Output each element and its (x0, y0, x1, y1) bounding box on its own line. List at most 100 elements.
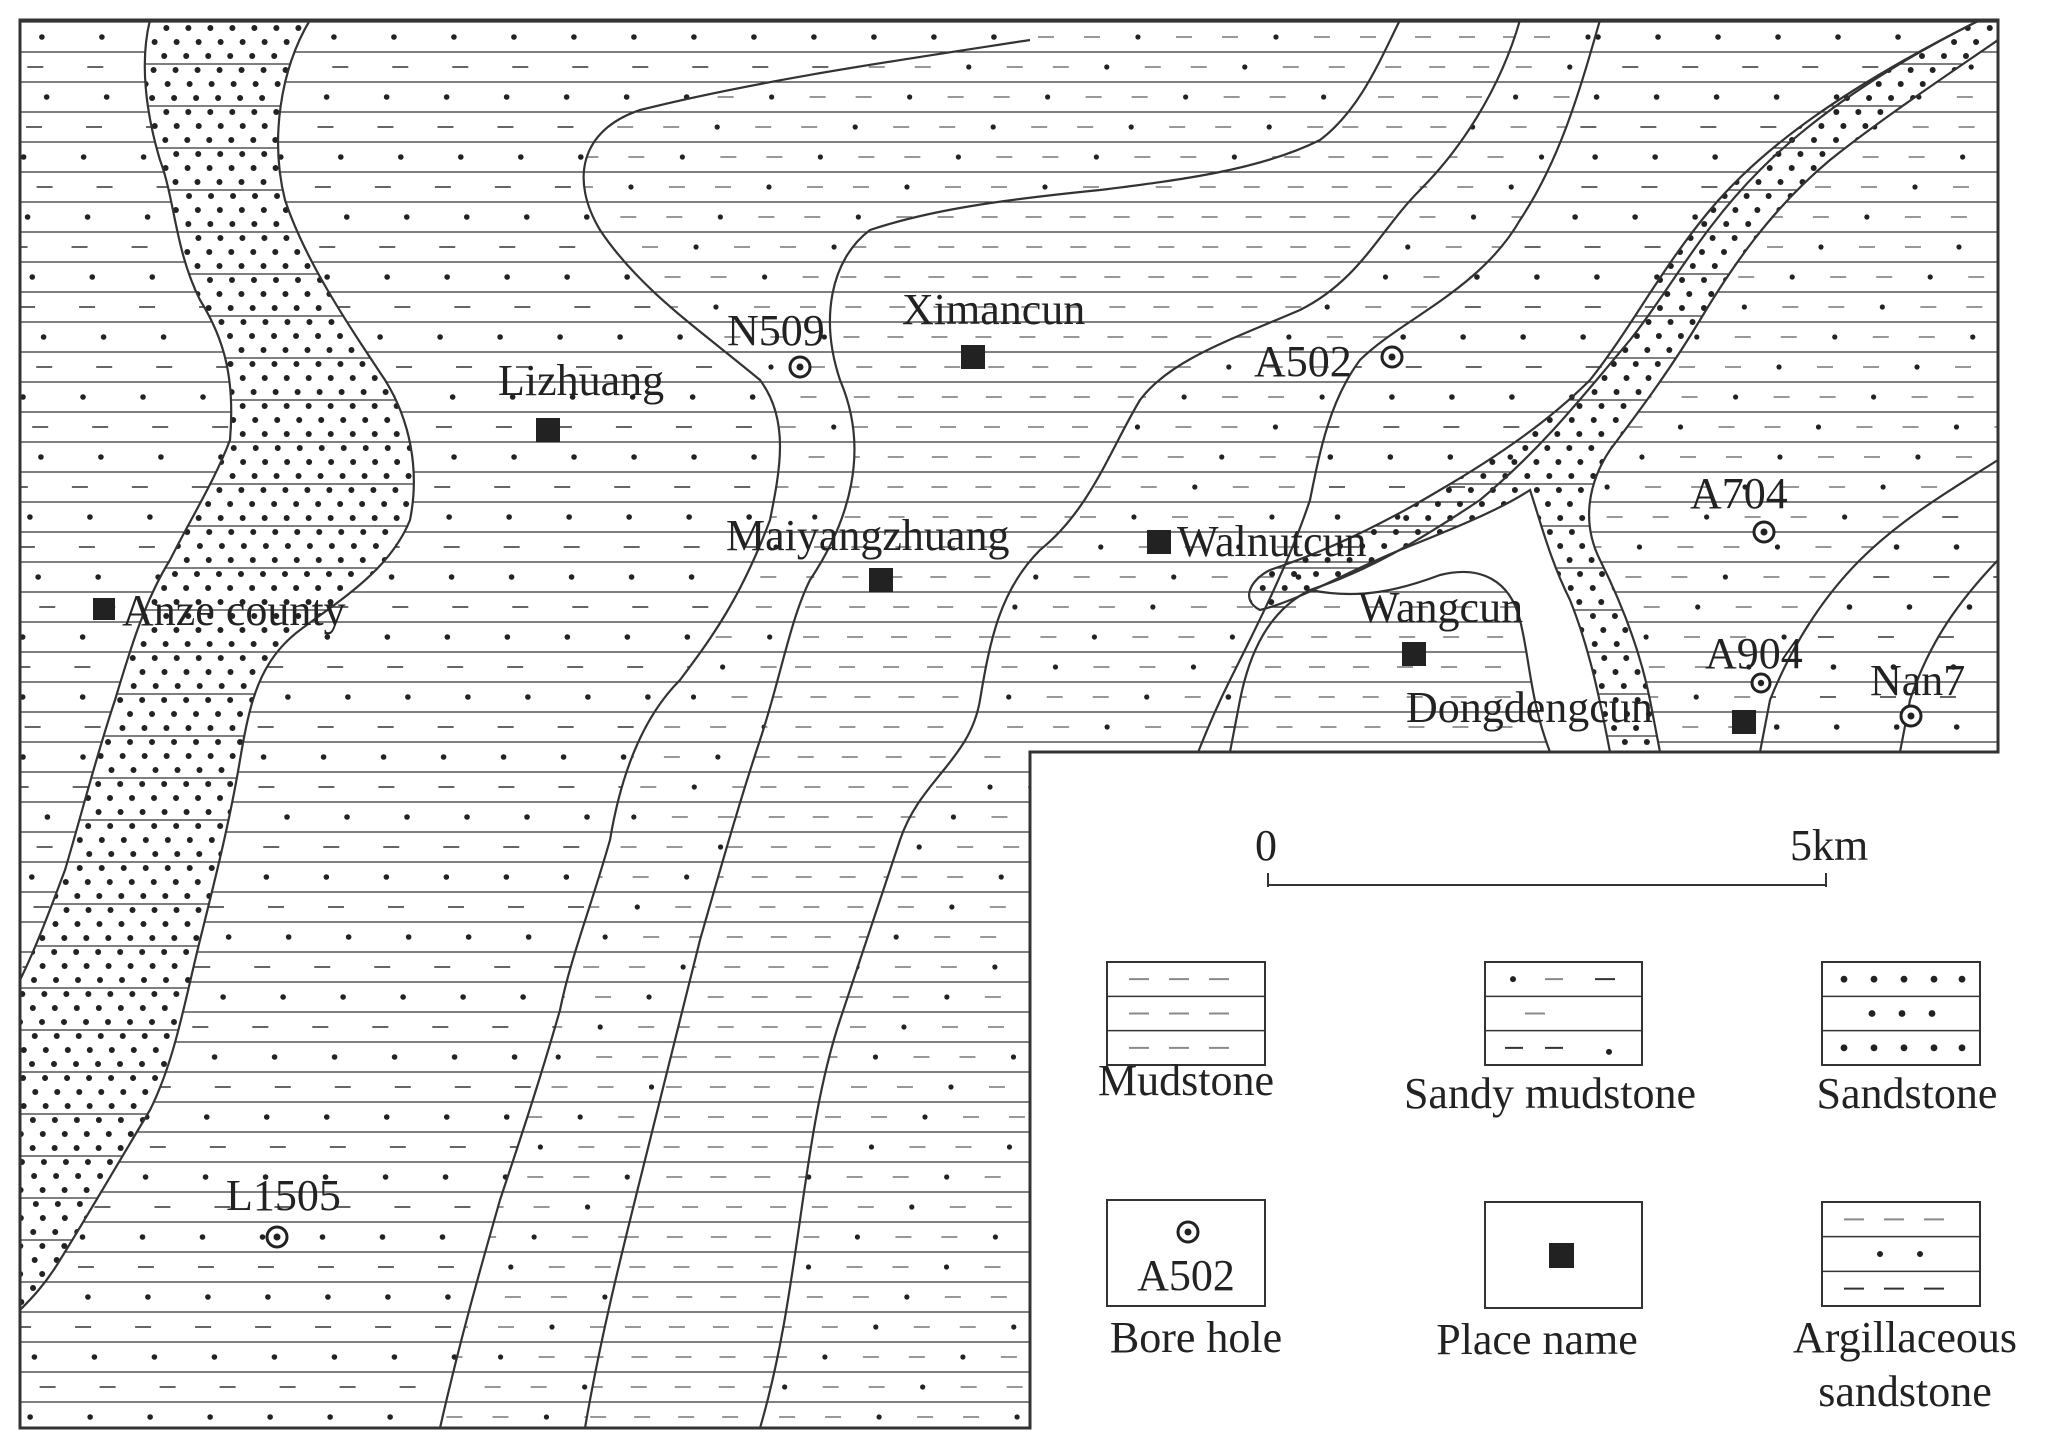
texture-dot (315, 585, 322, 591)
texture-dot (508, 574, 515, 580)
texture-dot (207, 613, 214, 619)
texture-dot (29, 1145, 36, 1151)
texture-dot (871, 34, 877, 40)
texture-dot (225, 934, 232, 940)
texture-dot (171, 711, 178, 717)
texture-dot (79, 1234, 86, 1240)
texture-dot (717, 844, 724, 850)
texture-dot (163, 1033, 170, 1039)
texture-dot (127, 963, 134, 969)
texture-dot (64, 1103, 71, 1109)
texture-dot (272, 641, 279, 647)
texture-dot (11, 1201, 17, 1207)
texture-dot (52, 921, 59, 927)
texture-dot (237, 739, 244, 745)
texture-dot (98, 454, 104, 460)
texture-dot (227, 501, 234, 507)
texture-dot (449, 394, 456, 400)
texture-dot (183, 697, 190, 703)
texture-dot (403, 501, 410, 507)
texture-dot (228, 249, 235, 255)
texture-dot (8, 305, 14, 311)
texture-dot (117, 1005, 124, 1011)
texture-dot (1045, 814, 1051, 820)
texture-dot (250, 137, 257, 143)
texture-dot (73, 1061, 80, 1067)
texture-dot (151, 991, 158, 997)
texture-dot (327, 515, 334, 521)
texture-dot (208, 837, 215, 843)
texture-dot (195, 823, 202, 829)
texture-dot (193, 935, 200, 941)
texture-dot (250, 641, 257, 647)
texture-dot (118, 921, 125, 927)
texture-dot (717, 214, 723, 220)
texture-dot (251, 613, 258, 619)
texture-dot (379, 1234, 386, 1240)
texture-dot (1089, 1144, 1095, 1150)
texture-dot (271, 361, 278, 367)
texture-dot (1105, 784, 1111, 790)
texture-dot (7, 781, 13, 787)
texture-dot (106, 1159, 113, 1165)
texture-dot (120, 837, 127, 843)
texture-dot (1042, 184, 1048, 190)
texture-dot (646, 994, 652, 1000)
texture-dot (955, 154, 961, 160)
texture-dot (172, 207, 179, 213)
texture-dot (171, 1019, 178, 1025)
texture-dot (463, 214, 470, 220)
texture-dot (503, 94, 510, 100)
texture-dot (326, 487, 333, 493)
texture-dot (393, 515, 400, 521)
texture-dot (24, 214, 31, 220)
texture-dot (80, 394, 86, 400)
texture-dot (97, 1173, 104, 1179)
texture-dot (228, 137, 235, 143)
texture-dot (172, 879, 179, 885)
texture-dot (913, 1444, 918, 1448)
texture-dot (1374, 874, 1380, 880)
texture-dot (320, 754, 327, 760)
texture-dot (217, 655, 224, 661)
texture-dot (262, 1174, 269, 1180)
texture-dot (327, 375, 334, 381)
texture-dot (107, 907, 114, 913)
texture-dot (173, 907, 180, 913)
texture-dot (617, 334, 623, 340)
texture-dot (195, 907, 202, 913)
texture-dot (7, 697, 13, 703)
texture-dot (186, 865, 193, 871)
texture-dot (162, 641, 169, 647)
texture-dot (511, 34, 517, 40)
texture-dot (142, 865, 149, 871)
texture-dot (39, 1271, 46, 1277)
texture-dot (27, 514, 33, 520)
texture-dot (107, 795, 114, 801)
texture-dot (229, 221, 236, 227)
texture-dot (9, 977, 15, 983)
texture-dot (1273, 34, 1279, 40)
texture-dot (1227, 1144, 1233, 1150)
texture-dot (1231, 154, 1237, 160)
texture-dot (238, 263, 245, 269)
texture-dot (161, 697, 168, 703)
texture-dot (140, 641, 147, 647)
texture-dot (184, 921, 191, 927)
texture-dot (628, 184, 634, 190)
texture-dot (1049, 1354, 1056, 1360)
texture-dot (205, 697, 212, 703)
texture-dot (296, 417, 303, 423)
texture-dot (91, 1354, 98, 1360)
texture-dot (73, 1005, 80, 1011)
texture-dot (443, 94, 450, 100)
texture-dot (28, 874, 35, 880)
texture-dot (381, 501, 388, 507)
texture-dot (537, 1144, 543, 1150)
texture-dot (293, 361, 300, 367)
texture-dot (42, 1047, 49, 1053)
texture-dot (216, 291, 223, 297)
texture-dot (637, 1444, 642, 1448)
texture-dot (61, 1131, 68, 1137)
